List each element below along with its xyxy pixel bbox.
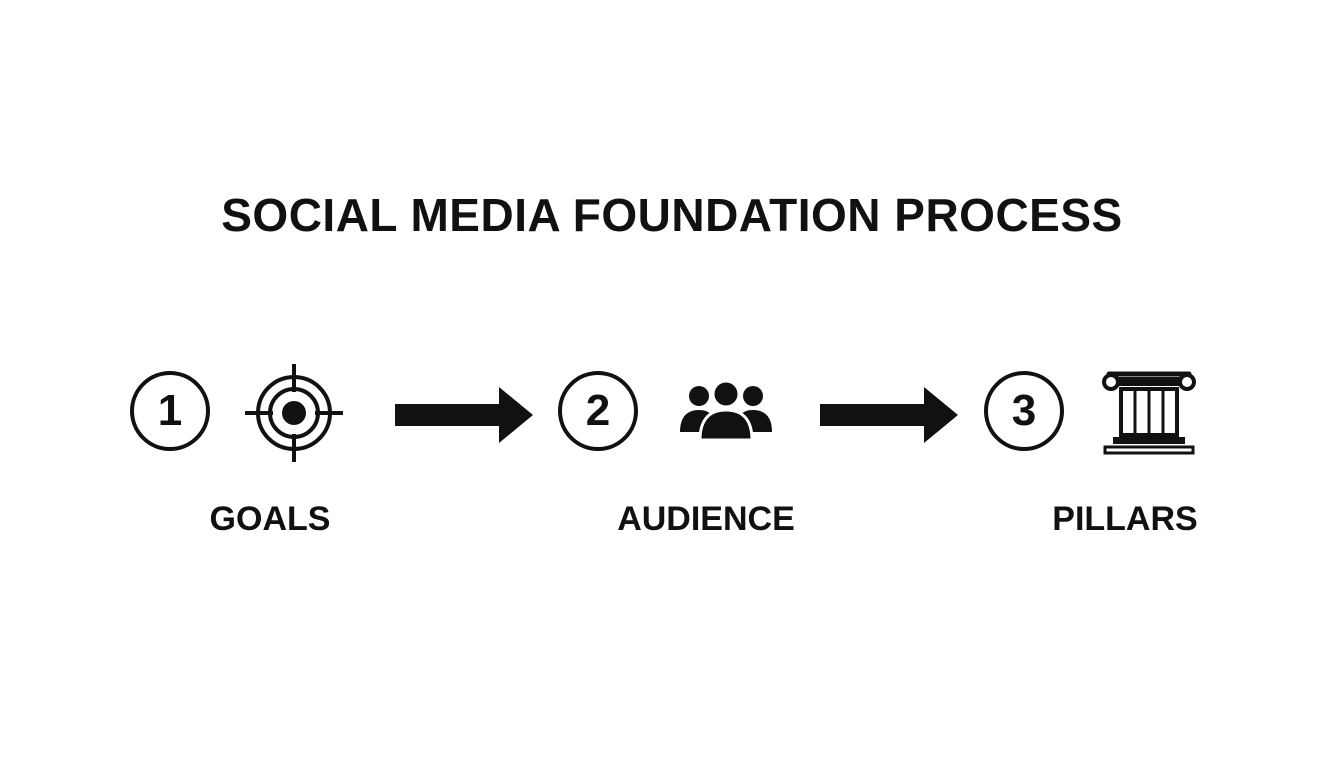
step-1-number: 1: [157, 386, 183, 435]
people-group-icon: [680, 380, 772, 442]
step-3-label: PILLARS: [1052, 500, 1198, 538]
step-2-label: AUDIENCE: [617, 500, 795, 538]
step-3-number-badge: 3: [984, 371, 1064, 451]
arrow-right-icon: [395, 387, 533, 443]
target-icon: [245, 364, 343, 462]
step-2-number: 2: [585, 386, 611, 435]
arrow-right-icon: [820, 387, 958, 443]
step-1-label: GOALS: [209, 500, 331, 538]
step-2-number-badge: 2: [558, 371, 638, 451]
step-1-number-badge: 1: [130, 371, 210, 451]
pillar-column-icon: [1102, 371, 1196, 455]
diagram-title: SOCIAL MEDIA FOUNDATION PROCESS: [221, 189, 1123, 241]
step-3-number: 3: [1011, 386, 1037, 435]
